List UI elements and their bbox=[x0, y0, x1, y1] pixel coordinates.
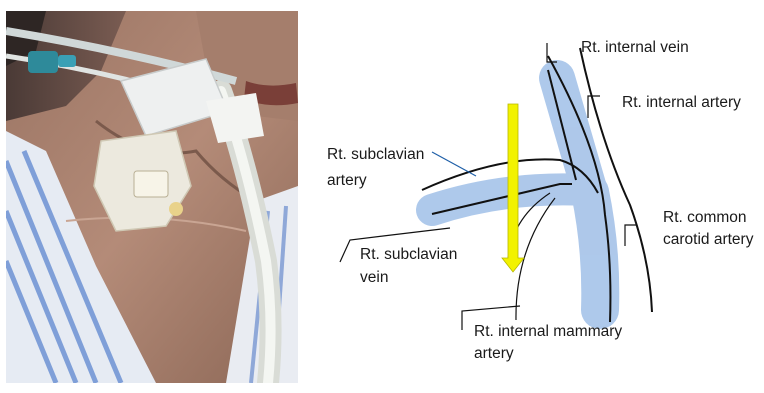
leader-internal-vein bbox=[547, 43, 557, 62]
label-internal-vein: Rt. internal vein bbox=[581, 39, 689, 56]
label-common-carotid-line-2: carotid artery bbox=[663, 231, 754, 248]
label-common-carotid-line-1: Rt. common bbox=[663, 209, 747, 226]
label-subclavian-artery-line-2: artery bbox=[327, 172, 367, 189]
leader-common-carotid bbox=[625, 225, 637, 246]
label-subclavian-artery-line-1: Rt. subclavian bbox=[327, 146, 424, 163]
label-internal-artery: Rt. internal artery bbox=[622, 94, 741, 111]
leader-subclavian-artery bbox=[432, 152, 476, 176]
brachiocephalic-vein-highlight bbox=[590, 192, 600, 310]
label-internal-mammary-line-1: Rt. internal mammary bbox=[474, 323, 622, 340]
label-subclavian-vein-line-1: Rt. subclavian bbox=[360, 246, 457, 263]
label-subclavian-vein-line-2: vein bbox=[360, 269, 388, 286]
label-internal-mammary-line-2: artery bbox=[474, 345, 514, 362]
